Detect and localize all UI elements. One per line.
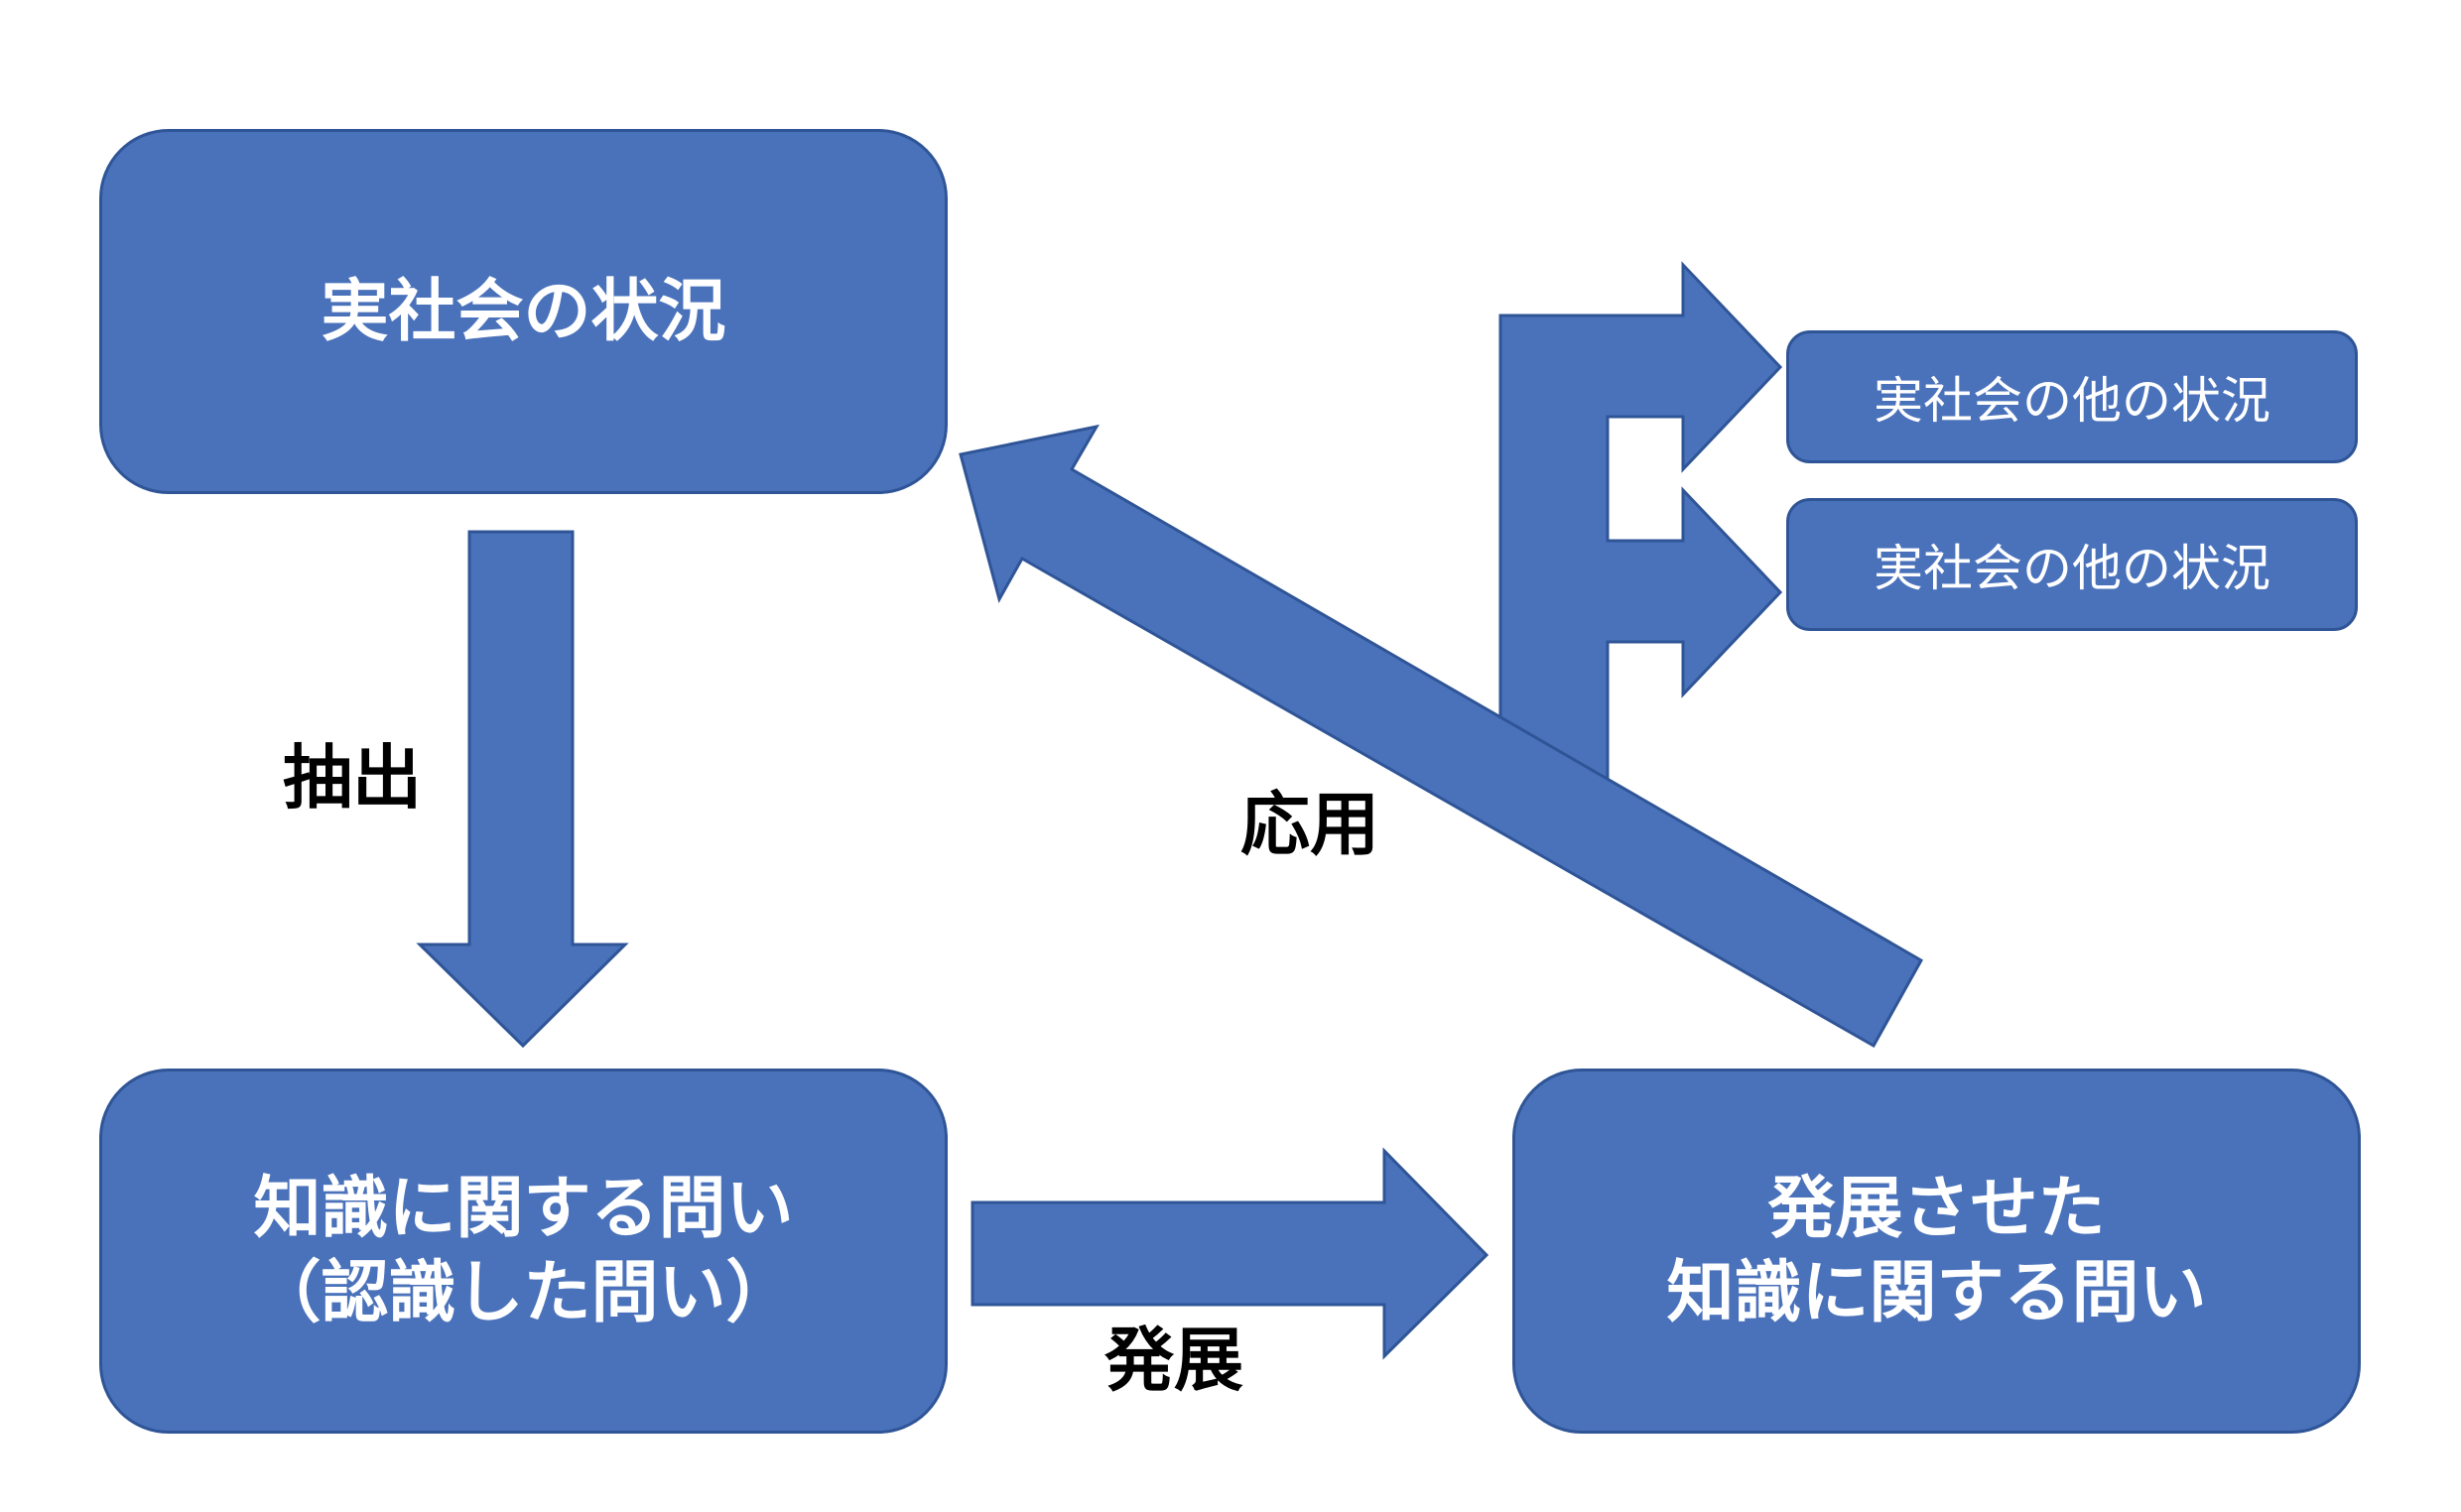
node-knowledge-question-line-2: （認識した問い） <box>253 1254 794 1332</box>
branch-arrow <box>1498 261 1783 782</box>
node-knowledge-question-line-1: 知識に関する問い <box>253 1170 794 1248</box>
edge-label-extract: 抽出 <box>283 737 422 819</box>
node-developed-question: 発展させた 知識に関する問い <box>1512 1069 2361 1434</box>
node-real-society-label: 実社会の状況 <box>321 272 726 351</box>
node-other-situation-1-label: 実社会の他の状況 <box>1874 372 2270 430</box>
develop-arrow <box>971 1147 1490 1360</box>
node-real-society: 実社会の状況 <box>99 129 948 494</box>
node-other-situation-2-label: 実社会の他の状況 <box>1874 540 2270 597</box>
edge-label-apply: 応用 <box>1240 784 1379 865</box>
node-knowledge-question: 知識に関する問い （認識した問い） <box>99 1069 948 1434</box>
node-other-situation-2: 実社会の他の状況 <box>1786 498 2358 631</box>
edge-label-develop: 発展 <box>1104 1320 1243 1401</box>
apply-arrow <box>959 424 1924 1049</box>
node-other-situation-1: 実社会の他の状況 <box>1786 330 2358 463</box>
node-developed-question-line-1: 発展させた <box>1767 1170 2106 1248</box>
extract-arrow <box>416 530 629 1049</box>
node-developed-question-line-2: 知識に関する問い <box>1666 1254 2207 1332</box>
